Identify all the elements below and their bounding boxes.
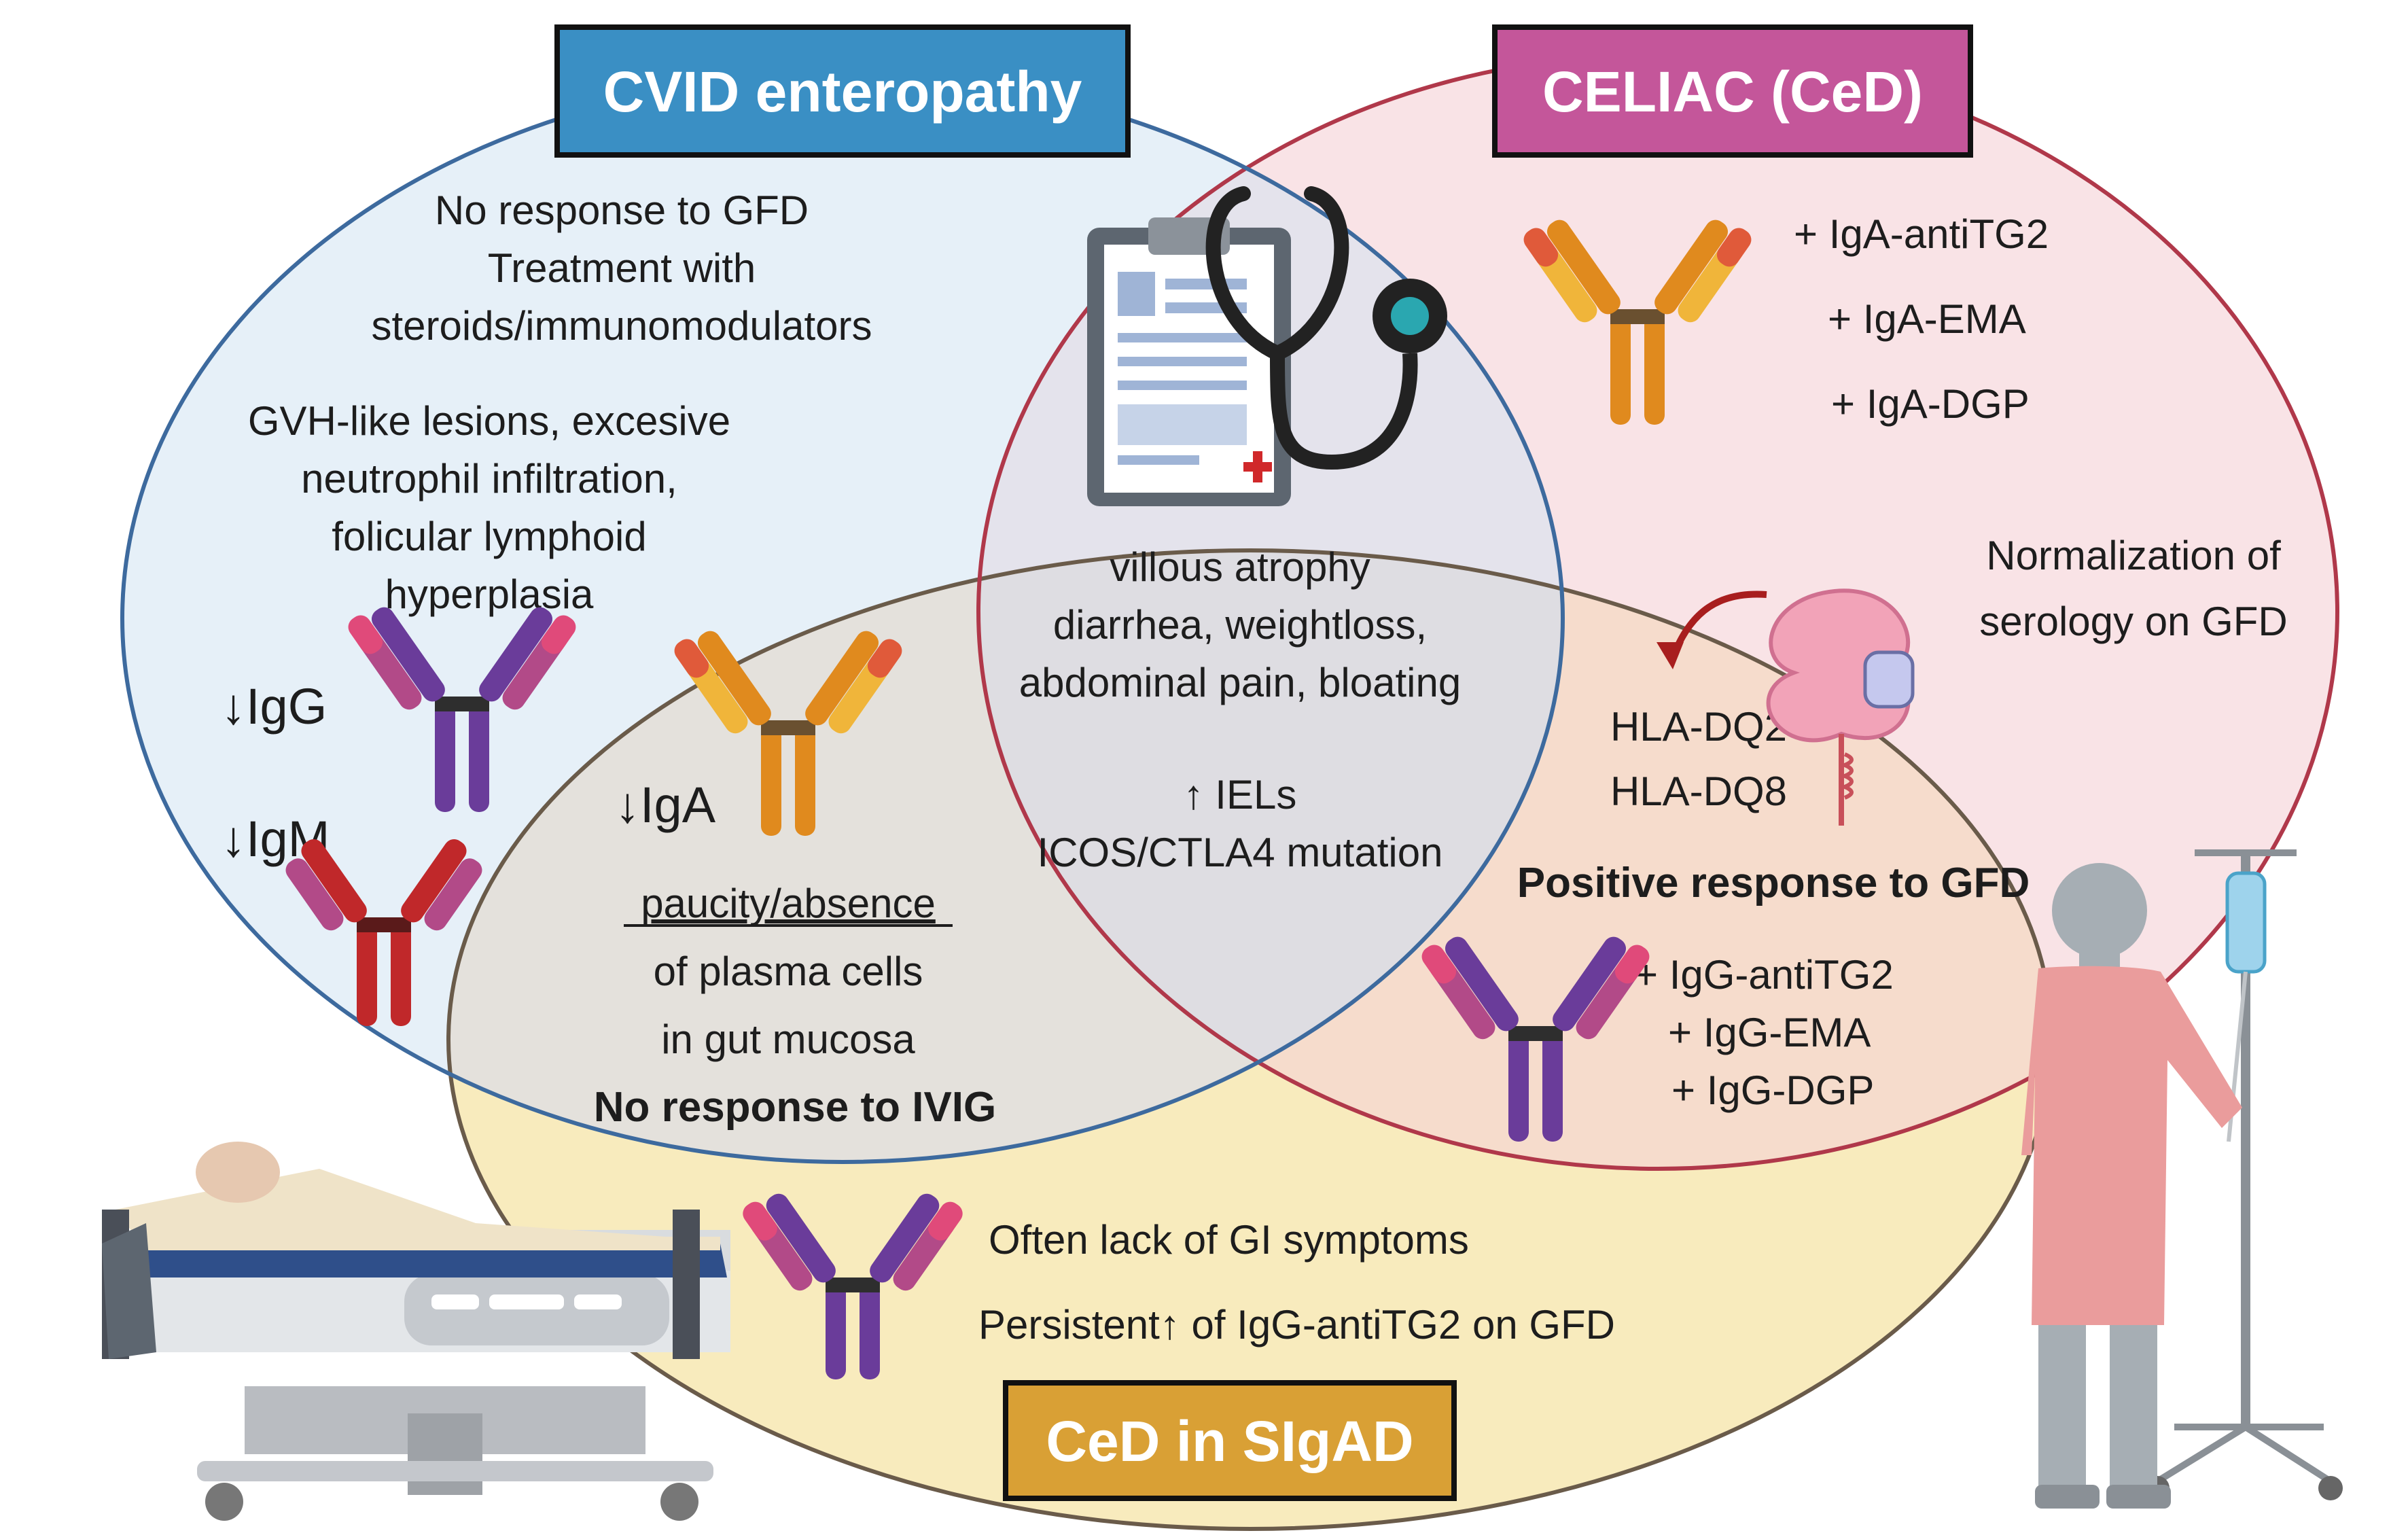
celiac-hla-dq2: HLA-DQ2 (1610, 704, 1787, 750)
hospital-bed-icon (102, 1142, 730, 1521)
center-icos-ctla4: ICOS/CTLA4 mutation (1038, 830, 1443, 875)
cvid-gvh: GVH-like lesions, excesive (248, 398, 730, 444)
cvid-sigad-text-group: ↓IgA paucity/absence of plasma cells in … (594, 777, 997, 1131)
sigad-title: CeD in SIgAD (1046, 1409, 1413, 1473)
cvid-title: CVID enteropathy (603, 60, 1082, 124)
cvid-steroids: steroids/immunomodulators (372, 303, 872, 349)
center-diarrhea: diarrhea, weightloss, (1053, 602, 1427, 648)
celiac-normalization: Normalization of (1986, 533, 2281, 578)
gut-mucosa: in gut mucosa (661, 1017, 915, 1062)
antibody-icon-igg (348, 607, 576, 812)
celiac-igg-ema: + IgG-EMA (1668, 1010, 1871, 1055)
clipboard-stethoscope-icon (1087, 186, 1447, 506)
cvid-hyperplasia: hyperplasia (385, 571, 594, 617)
iga-decrease: ↓IgA (615, 777, 716, 833)
cvid-no-response: No response to GFD (435, 188, 809, 233)
celiac-iga-antitg2: + IgA-antiTG2 (1794, 211, 2049, 257)
igg-decrease: ↓IgG (221, 678, 327, 735)
cvid-folicular: folicular lymphoid (332, 514, 647, 559)
center-iels: ↑ IELs (1184, 772, 1297, 817)
plasma-cells: of plasma cells (654, 949, 923, 994)
celiac-positive-response: Positive response to GFD (1517, 860, 2030, 906)
sigad-lack-gi: Often lack of GI symptoms (989, 1217, 1469, 1263)
no-response-ivig: No response to IVIG (594, 1084, 997, 1131)
sigad-text-group: Often lack of GI symptoms Persistent↑ of… (978, 1217, 1615, 1347)
patient-iv-icon (2021, 849, 2343, 1509)
paucity-absence: paucity/absence (641, 881, 936, 926)
curved-arrow-icon (1671, 591, 1767, 654)
center-abdominal-pain: abdominal pain, bloating (1019, 660, 1461, 705)
celiac-igg-antitg2: + IgG-antiTG2 (1634, 952, 1894, 998)
celiac-iga-ema: + IgA-EMA (1828, 296, 2026, 342)
celiac-title-box: CELIAC (CeD) (1492, 24, 1973, 158)
celiac-title: CELIAC (CeD) (1542, 60, 1923, 124)
sigad-title-box: CeD in SIgAD (1003, 1380, 1457, 1501)
celiac-text-group: + IgA-antiTG2 + IgA-EMA + IgA-DGP Normal… (1517, 211, 2288, 1113)
celiac-iga-dgp: + IgA-DGP (1831, 381, 2030, 427)
cvid-treatment: Treatment with (488, 245, 756, 291)
antibody-icon-iga (674, 631, 902, 836)
celiac-serology: serology on GFD (1979, 599, 2288, 644)
antibody-icon-igg-celiac (1421, 936, 1650, 1142)
center-villous-atrophy: villous atrophy (1110, 544, 1370, 590)
cvid-title-box: CVID enteropathy (554, 24, 1131, 158)
sigad-persistent: Persistent↑ of IgG-antiTG2 on GFD (978, 1302, 1615, 1347)
antibody-icon-orange-top (1523, 219, 1752, 425)
cvid-neutrophil: neutrophil infiltration, (301, 456, 677, 501)
celiac-hla-dq8: HLA-DQ8 (1610, 769, 1787, 814)
center-text-group: villous atrophy diarrhea, weightloss, ab… (1019, 544, 1461, 875)
cvid-text-group: No response to GFD Treatment with steroi… (221, 188, 872, 867)
antibody-icon-igg-sigad (743, 1193, 963, 1379)
hla-molecule-icon (1766, 588, 1915, 826)
antibody-icon-igm (285, 839, 482, 1026)
celiac-igg-dgp: + IgG-DGP (1671, 1068, 1874, 1113)
